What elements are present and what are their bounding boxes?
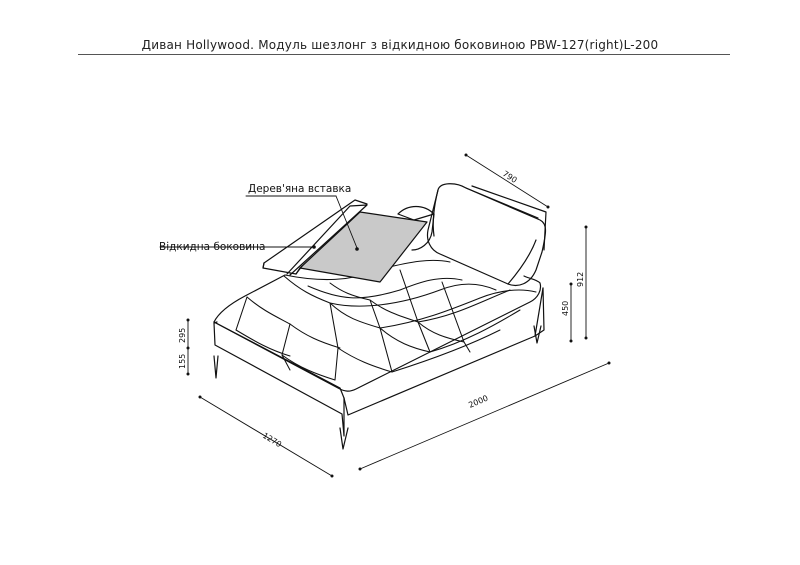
wooden-insert — [286, 204, 428, 283]
width-dimension-label: 2000 — [467, 394, 489, 410]
sofa-base — [213, 287, 545, 437]
title-underline — [78, 54, 730, 55]
drawing-title: Диван Hollywood. Модуль шезлонг з відкид… — [141, 38, 659, 52]
folding-side-panel — [262, 199, 368, 275]
total-height-label: 912 — [576, 272, 585, 287]
dimension-lines — [186, 153, 611, 478]
seat-cushion — [213, 274, 542, 392]
sofa-legs — [213, 325, 542, 450]
seat-cushion-height-label: 295 — [178, 328, 187, 343]
wood-insert-leader — [245, 195, 359, 251]
folding-side-leader — [159, 245, 316, 249]
backrest-cushion — [426, 183, 547, 287]
depth-dimension-label: 1270 — [261, 431, 283, 449]
leg-height-label: 155 — [178, 354, 187, 369]
tufting-grid — [235, 259, 537, 381]
wood-insert-label: Дерев'яна вставка — [248, 183, 351, 195]
seat-height-label: 450 — [561, 301, 570, 316]
folding-side-label: Відкидна боковина — [159, 241, 265, 253]
